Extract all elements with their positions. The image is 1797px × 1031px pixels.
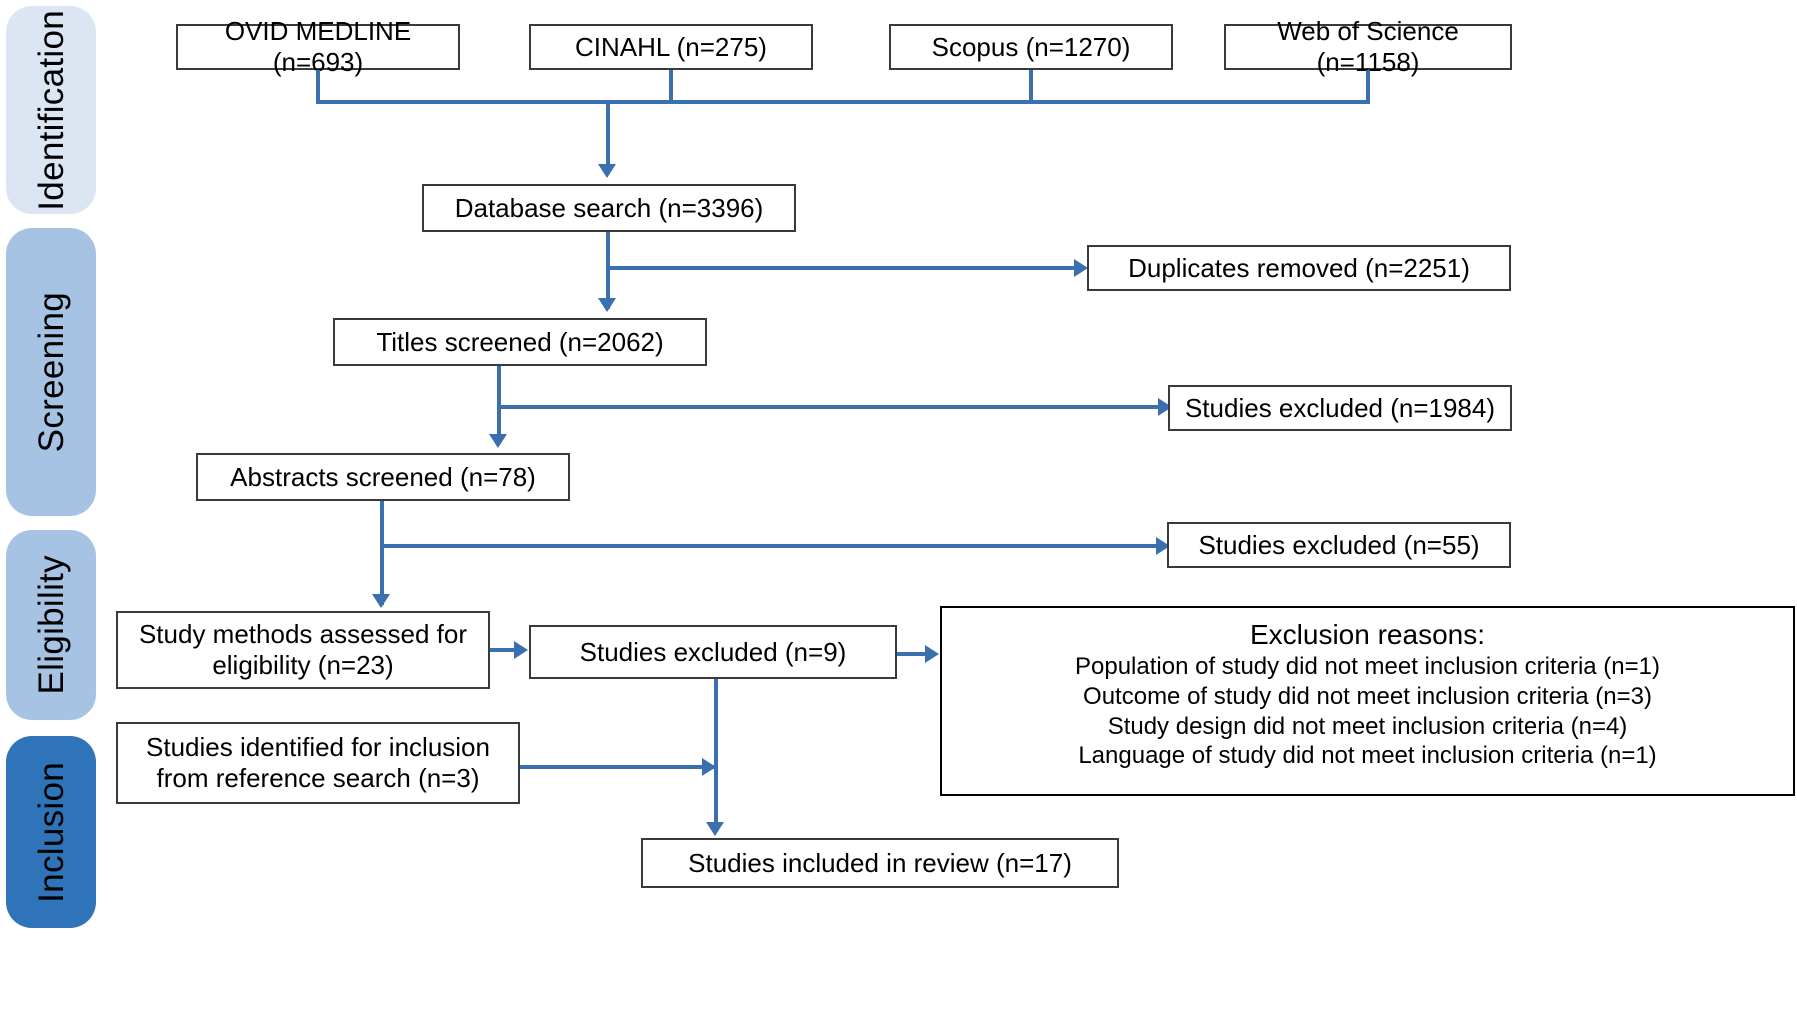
- arrow-to-exclusion-reasons-icon: [925, 645, 939, 663]
- stage-label-inclusion: Inclusion: [6, 736, 96, 928]
- stage-label-screening: Screening: [6, 228, 96, 516]
- stage-label-identification-text: Identification: [31, 9, 71, 211]
- box-reference-search-line1: Studies identified for inclusion: [146, 732, 490, 763]
- arrow-to-excluded-abstracts-icon: [1156, 537, 1170, 555]
- box-database-search-label: Database search (n=3396): [454, 192, 764, 223]
- box-studies-included-label: Studies included in review (n=17): [688, 847, 1072, 878]
- arrow-to-excluded9-icon: [514, 641, 528, 659]
- connector-to-excluded-abstracts: [380, 544, 1160, 548]
- box-studies-excluded-titles-label: Studies excluded (n=1984): [1184, 392, 1496, 423]
- connector-spine-to-included: [714, 679, 718, 832]
- box-titles-screened-label: Titles screened (n=2062): [376, 326, 664, 357]
- source-box-ovid-medline: OVID MEDLINE (n=693): [176, 16, 460, 77]
- box-studies-excluded-abstracts-label: Studies excluded (n=55): [1198, 529, 1480, 560]
- connector-reference-search-right: [520, 765, 715, 769]
- box-methods-assessed-for-eligibility: Study methods assessed for eligibility (…: [116, 611, 490, 689]
- arrow-to-database-search-icon: [598, 164, 616, 178]
- box-studies-excluded-methods: Studies excluded (n=9): [529, 625, 897, 679]
- exclusion-reason-item: Language of study did not meet inclusion…: [1078, 742, 1657, 770]
- exclusion-reason-item: Population of study did not meet inclusi…: [1075, 653, 1660, 681]
- box-reference-search-line2: from reference search (n=3): [156, 763, 480, 793]
- box-methods-assessed-line2: eligibility (n=23): [212, 650, 394, 680]
- connector-abstracts-screened-down: [380, 501, 384, 605]
- stage-label-identification: Identification: [6, 6, 96, 214]
- box-titles-screened: Titles screened (n=2062): [333, 318, 707, 366]
- exclusion-reason-item: Outcome of study did not meet inclusion …: [1083, 682, 1652, 710]
- connector-cinahl-down: [669, 70, 673, 102]
- connector-sources-manifold: [316, 100, 1370, 104]
- box-studies-excluded-titles: Studies excluded (n=1984): [1168, 385, 1512, 431]
- box-reference-search-text: Studies identified for inclusion from re…: [126, 732, 510, 793]
- arrow-to-titles-screened-icon: [598, 298, 616, 312]
- stage-label-eligibility-text: Eligibility: [31, 555, 71, 695]
- source-box-ovid-medline-label: OVID MEDLINE (n=693): [224, 16, 412, 77]
- connector-ovid-down: [316, 70, 320, 102]
- source-box-cinahl: CINAHL (n=275): [529, 24, 813, 70]
- source-box-scopus: Scopus (n=1270): [889, 24, 1173, 70]
- connector-scopus-down: [1029, 70, 1033, 102]
- box-reference-search: Studies identified for inclusion from re…: [116, 722, 520, 804]
- connector-database-search-down: [606, 232, 610, 309]
- box-studies-excluded-methods-label: Studies excluded (n=9): [579, 636, 847, 667]
- box-abstracts-screened-label: Abstracts screened (n=78): [230, 461, 536, 492]
- stage-label-inclusion-text: Inclusion: [31, 761, 71, 903]
- exclusion-reasons-title: Exclusion reasons:: [1249, 619, 1485, 650]
- arrow-to-methods-assessed-icon: [372, 594, 390, 608]
- box-methods-assessed-text: Study methods assessed for eligibility (…: [126, 619, 480, 680]
- connector-wos-down: [1366, 70, 1370, 102]
- arrow-reference-search-join-icon: [702, 758, 716, 776]
- exclusion-reason-item: Study design did not meet inclusion crit…: [1107, 712, 1628, 740]
- arrow-to-studies-included-icon: [706, 822, 724, 836]
- connector-manifold-to-database-search: [606, 100, 610, 166]
- box-duplicates-removed: Duplicates removed (n=2251): [1087, 245, 1511, 291]
- connector-excluded9-to-reasons: [897, 652, 927, 656]
- connector-to-duplicates: [606, 266, 1078, 270]
- box-methods-assessed-line1: Study methods assessed for: [138, 619, 468, 650]
- source-box-cinahl-label: CINAHL (n=275): [575, 31, 767, 62]
- box-abstracts-screened: Abstracts screened (n=78): [196, 453, 570, 501]
- stage-label-screening-text: Screening: [31, 291, 71, 453]
- box-studies-excluded-abstracts: Studies excluded (n=55): [1167, 522, 1511, 568]
- arrow-to-abstracts-screened-icon: [489, 434, 507, 448]
- box-studies-included: Studies included in review (n=17): [641, 838, 1119, 888]
- box-database-search: Database search (n=3396): [422, 184, 796, 232]
- box-duplicates-removed-label: Duplicates removed (n=2251): [1128, 252, 1470, 283]
- arrow-to-duplicates-icon: [1074, 259, 1088, 277]
- source-box-web-of-science: Web of Science (n=1158): [1224, 16, 1512, 77]
- source-box-web-of-science-label: Web of Science (n=1158): [1277, 16, 1459, 77]
- source-box-scopus-label: Scopus (n=1270): [931, 31, 1131, 62]
- connector-to-excluded-titles: [497, 405, 1162, 409]
- connector-methods-to-excluded9: [490, 648, 516, 652]
- stage-label-eligibility: Eligibility: [6, 530, 96, 720]
- box-exclusion-reasons: Exclusion reasons: Population of study d…: [940, 606, 1795, 796]
